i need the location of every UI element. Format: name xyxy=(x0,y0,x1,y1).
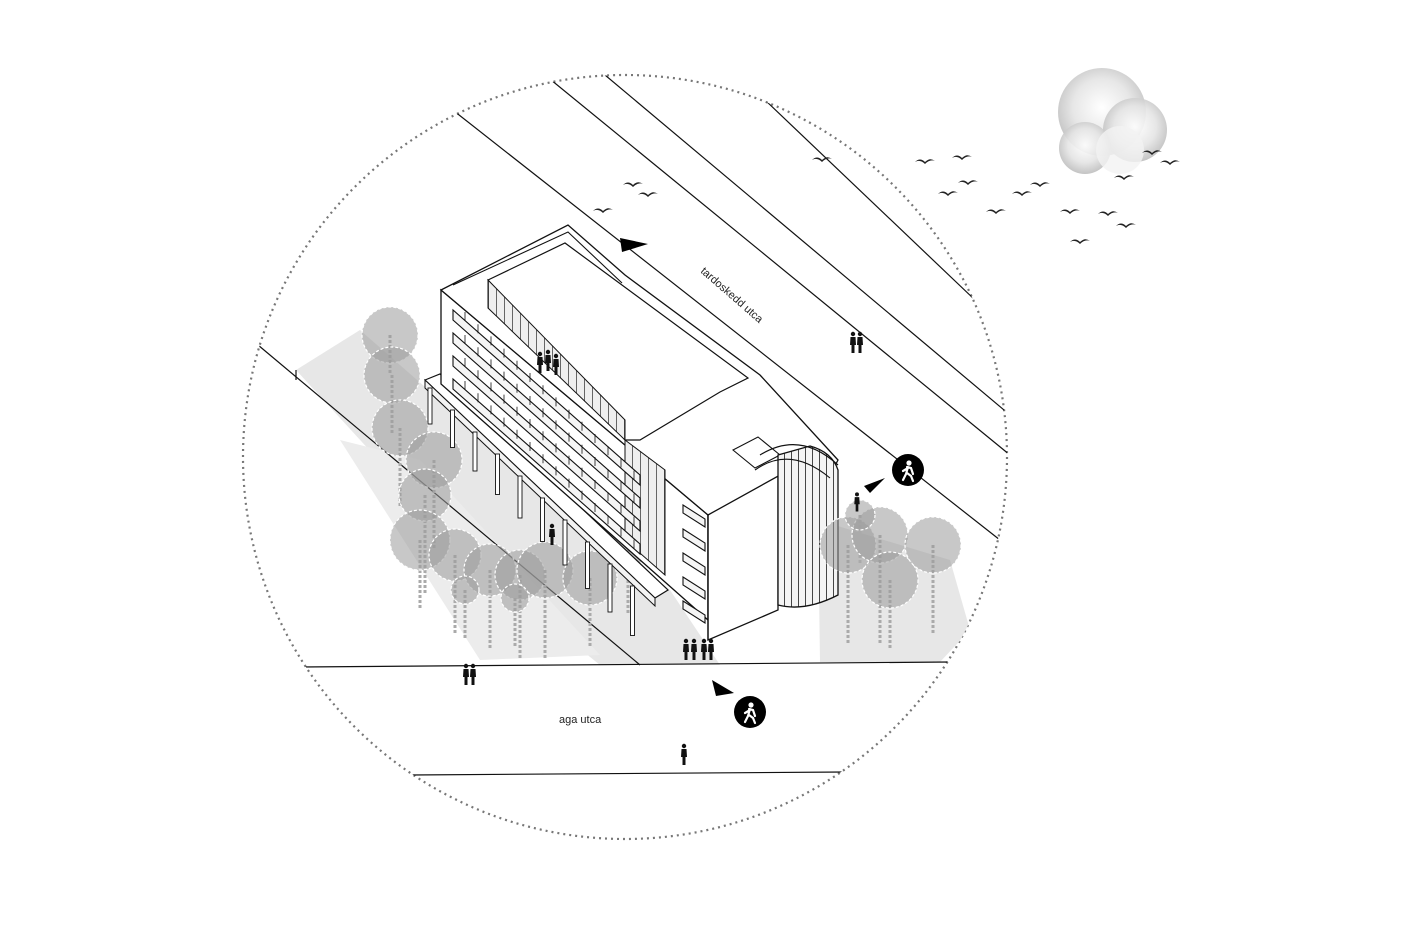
bird-icon xyxy=(938,191,958,196)
bird-icon xyxy=(1070,239,1090,244)
bird-icon xyxy=(986,209,1006,214)
bird-icon xyxy=(952,155,972,160)
building xyxy=(423,224,839,641)
tree-icon xyxy=(904,516,962,635)
people-group xyxy=(463,331,863,765)
person-icon xyxy=(708,638,714,660)
bird-icon xyxy=(1114,175,1134,180)
person-icon xyxy=(681,743,687,765)
tree-icon xyxy=(562,550,618,648)
tree-icon xyxy=(450,575,480,640)
street-label-lower: aga utca xyxy=(559,714,602,726)
person-icon xyxy=(857,331,863,353)
person-icon xyxy=(553,353,559,375)
tree-icon xyxy=(516,541,574,660)
bird-icon xyxy=(1116,223,1136,228)
window-bands xyxy=(452,308,641,556)
pedestrian-icon xyxy=(734,696,766,728)
person-icon xyxy=(549,523,555,545)
canopy xyxy=(423,373,669,608)
person-icon xyxy=(691,638,697,660)
person-icon xyxy=(850,331,856,353)
canopy-pillars xyxy=(427,387,635,636)
south-windows xyxy=(682,503,706,625)
bird-icon xyxy=(1060,209,1080,214)
entrance-arrow-icon xyxy=(620,238,648,252)
person-icon xyxy=(683,638,689,660)
person-icon xyxy=(854,492,860,512)
bird-icon xyxy=(638,192,658,197)
bird-icon xyxy=(593,208,613,213)
bird-icon xyxy=(1160,160,1180,165)
person-icon xyxy=(701,638,707,660)
person-icon xyxy=(537,351,543,373)
person-icon xyxy=(470,663,476,685)
entrance-arrow-icon xyxy=(864,478,885,493)
bird-icon xyxy=(1098,211,1118,216)
entrance-arrow-icon xyxy=(712,680,734,696)
tree-group-right xyxy=(819,499,962,650)
bird-icon xyxy=(958,180,978,185)
bird-icon xyxy=(915,159,935,164)
bird-icon xyxy=(812,157,832,162)
tree-icon xyxy=(500,583,530,648)
pedestrian-icon xyxy=(892,454,924,486)
bird-icon xyxy=(1012,191,1032,196)
bird-flock xyxy=(593,150,1180,244)
tree-icon xyxy=(861,551,919,650)
cloud-icon xyxy=(1058,68,1167,174)
bird-icon xyxy=(623,182,643,187)
person-icon xyxy=(463,663,469,685)
tree-icon xyxy=(844,499,876,565)
tree-icon xyxy=(361,306,419,375)
person-icon xyxy=(545,349,551,371)
bird-icon xyxy=(1142,150,1162,155)
bird-icon xyxy=(1030,182,1050,187)
